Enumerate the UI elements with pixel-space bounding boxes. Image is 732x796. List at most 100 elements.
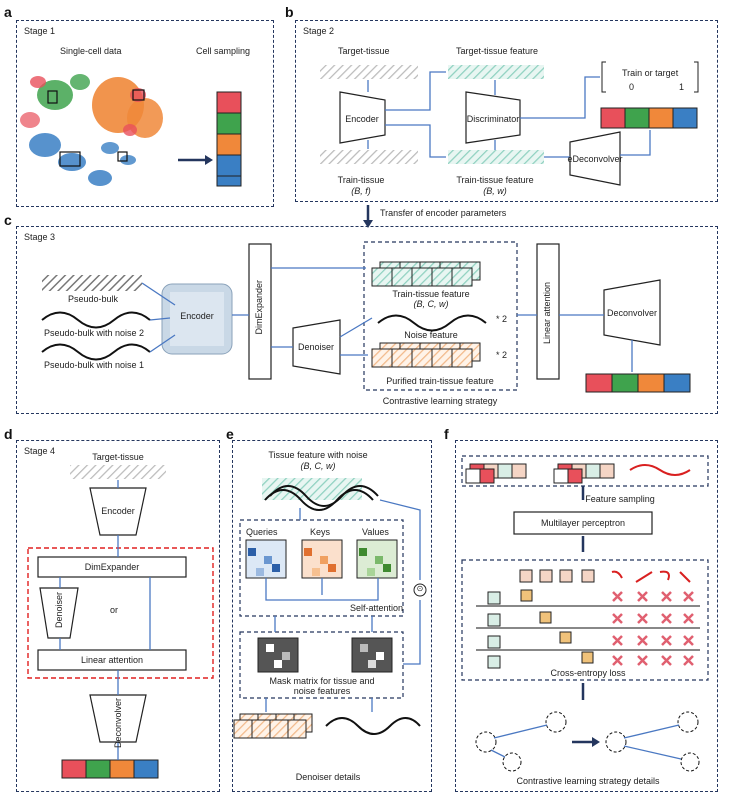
d-denoiser-shape: [39, 587, 79, 639]
stage3-title: Stage 3: [24, 232, 56, 242]
f-sample-stack-1: [465, 463, 527, 484]
single-cell-label: Single-cell data: [60, 46, 122, 56]
e-output-stack: [233, 713, 313, 739]
c-purified-stack: [371, 342, 481, 368]
e-odot-circle: [413, 583, 427, 597]
b-train-feature-label: Train-tissue feature: [456, 175, 534, 185]
panel-c-label: c: [4, 212, 12, 228]
e-values-grid: [356, 539, 398, 579]
e-denoiser-details: Denoiser details: [295, 772, 361, 782]
b-train-tissue-dims: (B, f): [351, 186, 371, 196]
c-linear-attention-box: [536, 243, 560, 380]
stage1-title: Stage 1: [24, 26, 56, 36]
cell-sampling-label: Cell sampling: [196, 46, 251, 56]
c-noise1-label: Pseudo-bulk with noise 1: [44, 360, 145, 370]
d-encoder-shape: [89, 487, 147, 536]
stage2-title: Stage 2: [303, 26, 335, 36]
panel-e-label: e: [226, 426, 234, 442]
f-checks: [520, 589, 594, 664]
d-target-bar: [70, 465, 166, 479]
c-noise-feature-label: Noise feature: [404, 330, 458, 340]
c-contrastive-label: Contrastive learning strategy: [382, 396, 498, 406]
b-one: 1: [679, 82, 685, 92]
panel-a: [16, 20, 274, 207]
d-dimexpander-box: [37, 556, 187, 578]
c-denoiser-shape: [292, 319, 341, 375]
b-discriminator-label: Discriminator: [466, 114, 520, 124]
c-denoiser-label: Denoiser: [297, 342, 335, 352]
f-graph-left: [475, 711, 567, 772]
b-target-tissue-label: Target-tissue: [338, 46, 390, 56]
b-train-feature-dims: (B, w): [483, 186, 507, 196]
panel-e: [232, 440, 432, 792]
e-noise-wave: [264, 489, 374, 511]
c-train-feature-stack: [371, 261, 481, 287]
c-pseudo-bulk-bar: [42, 275, 142, 291]
b-zero: 0: [629, 82, 635, 92]
f-ce-box: [461, 559, 709, 681]
b-train-tissue-label: Train-tissue: [337, 175, 385, 185]
c-noise-feature-wave: [377, 314, 487, 332]
d-red-box: [27, 547, 214, 679]
b-discriminator-shape: [465, 91, 521, 144]
e-selfattn-box: [239, 519, 404, 617]
stage4-title: Stage 4: [24, 446, 56, 456]
e-tissue-noise-label: Tissue feature with noise: [268, 450, 368, 460]
f-top-row: [519, 569, 691, 583]
f-sample-stack-2: [553, 463, 615, 484]
b-train-tissue-bar: [320, 150, 418, 164]
b-target-feature-label: Target-tissue feature: [456, 46, 539, 56]
c-purified-label: Purified train-tissue feature: [386, 376, 494, 386]
c-times2b: * 2: [496, 350, 508, 360]
c-train-feature-label: Train-tissue feature: [392, 289, 470, 299]
c-deconvolver-shape: [603, 279, 661, 346]
c-times2a: * 2: [496, 314, 508, 324]
e-mask-label-1: Mask matrix for tissue and: [269, 676, 375, 686]
e-dims-label: (B, C, w): [300, 461, 336, 471]
d-encoder-label: Encoder: [101, 506, 135, 516]
f-sampling-box: [461, 455, 709, 487]
e-keys-label: Keys: [310, 527, 331, 537]
panel-f: [455, 440, 718, 792]
panel-d: [16, 440, 220, 792]
f-crosses: [612, 591, 694, 666]
d-target-tissue-label: Target-tissue: [92, 452, 144, 462]
c-contrastive-box: [363, 241, 518, 391]
panel-a-label: a: [4, 4, 12, 20]
d-linear-box: [37, 649, 187, 671]
c-noise1-wave: [41, 343, 151, 361]
panel-c: [16, 226, 718, 414]
b-train-feature-bar: [448, 150, 544, 164]
d-linear-label: Linear attention: [80, 655, 144, 665]
c-deconvolver-label: Deconvolver: [606, 308, 658, 318]
e-mask-right: [351, 637, 393, 673]
b-edeconvolver-label: eDeconvolver: [567, 154, 623, 164]
b-target-tissue-bar: [320, 65, 418, 79]
f-mlp-box: [513, 511, 653, 535]
d-dimexpander-label: DimExpander: [84, 562, 140, 572]
transfer-label: Transfer of encoder parameters: [380, 208, 507, 218]
c-encoder-label: Encoder: [180, 311, 214, 321]
panel-d-label: d: [4, 426, 13, 442]
panel-b-label: b: [285, 4, 294, 20]
f-mlp-label: Multilayer perceptron: [540, 518, 626, 528]
f-graph-right: [605, 711, 700, 772]
c-noise2-label: Pseudo-bulk with noise 2: [44, 328, 145, 338]
e-values-label: Values: [362, 527, 389, 537]
umap-scatter: [20, 74, 163, 186]
c-train-feature-dims: (B, C, w): [413, 299, 449, 309]
sampled-cells-column: [216, 91, 242, 187]
f-sample-wave: [629, 464, 691, 476]
c-noise2-wave: [41, 311, 151, 329]
b-encoder-shape: [339, 91, 386, 144]
d-or-label: or: [110, 605, 119, 615]
f-ce-label: Cross-entropy loss: [550, 668, 626, 678]
e-mask-label-2: noise features: [293, 686, 351, 696]
c-pseudo-bulk-label: Pseudo-bulk: [68, 294, 119, 304]
